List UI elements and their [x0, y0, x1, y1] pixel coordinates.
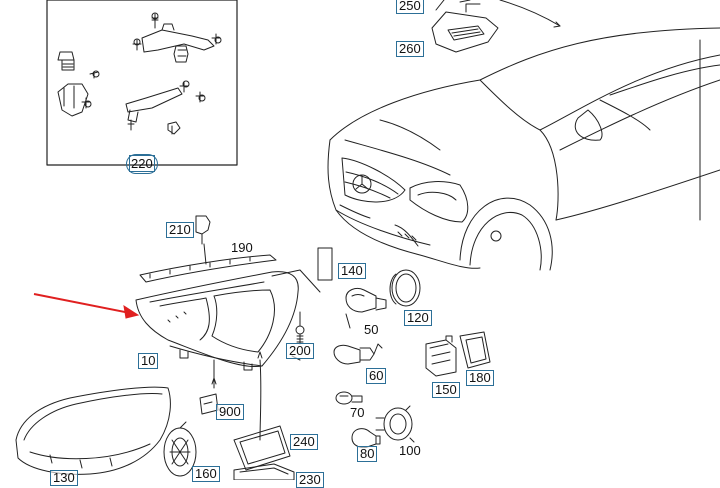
hardware-kit-parts [57, 12, 222, 135]
part-120-shape [389, 269, 421, 307]
callout-210[interactable]: 210 [166, 222, 194, 238]
part-210-shape [195, 215, 211, 245]
part-140-shape [317, 247, 333, 281]
callout-100[interactable]: 100 [399, 443, 421, 458]
callout-250[interactable]: 250 [396, 0, 424, 14]
callout-190[interactable]: 190 [231, 240, 253, 255]
part-180-shape [459, 331, 491, 369]
callout-10[interactable]: 10 [138, 353, 159, 369]
vehicle-outline [327, 0, 720, 271]
callout-200[interactable]: 200 [286, 343, 314, 359]
part-60-shape [333, 343, 383, 365]
callout-160[interactable]: 160 [192, 466, 220, 482]
callout-140[interactable]: 140 [338, 263, 366, 279]
part-200-shape [295, 311, 305, 345]
part-80-shape [351, 428, 381, 449]
part-260-shape [431, 3, 499, 53]
callout-150[interactable]: 150 [432, 382, 460, 398]
callout-220[interactable]: 220 [126, 154, 158, 174]
part-190-shape [139, 243, 277, 283]
part-240-shape [233, 425, 291, 471]
red-arrow-icon [33, 293, 140, 319]
callout-50[interactable]: 50 [364, 322, 379, 337]
callout-130[interactable]: 130 [50, 470, 78, 486]
curved-leader-250 [499, 0, 561, 27]
callout-70[interactable]: 70 [350, 405, 365, 420]
part-70-shape [335, 391, 363, 405]
part-150-shape [425, 335, 457, 377]
callout-230[interactable]: 230 [296, 472, 324, 488]
part-160-shape [163, 421, 197, 477]
part-50-shape [345, 287, 387, 313]
part-230-shape [233, 463, 295, 480]
callout-900[interactable]: 900 [216, 404, 244, 420]
part-100-shape [375, 405, 415, 443]
callout-240[interactable]: 240 [290, 434, 318, 450]
callout-260[interactable]: 260 [396, 41, 424, 57]
callout-180[interactable]: 180 [466, 370, 494, 386]
callout-60[interactable]: 60 [366, 368, 387, 384]
hardware-kit-inset [46, 0, 238, 166]
callout-80[interactable]: 80 [357, 446, 378, 462]
callout-220-text: 220 [129, 155, 155, 172]
callout-120[interactable]: 120 [404, 310, 432, 326]
part-130-lens-shape [15, 386, 171, 475]
part-10-headlamp-shape [135, 269, 321, 371]
